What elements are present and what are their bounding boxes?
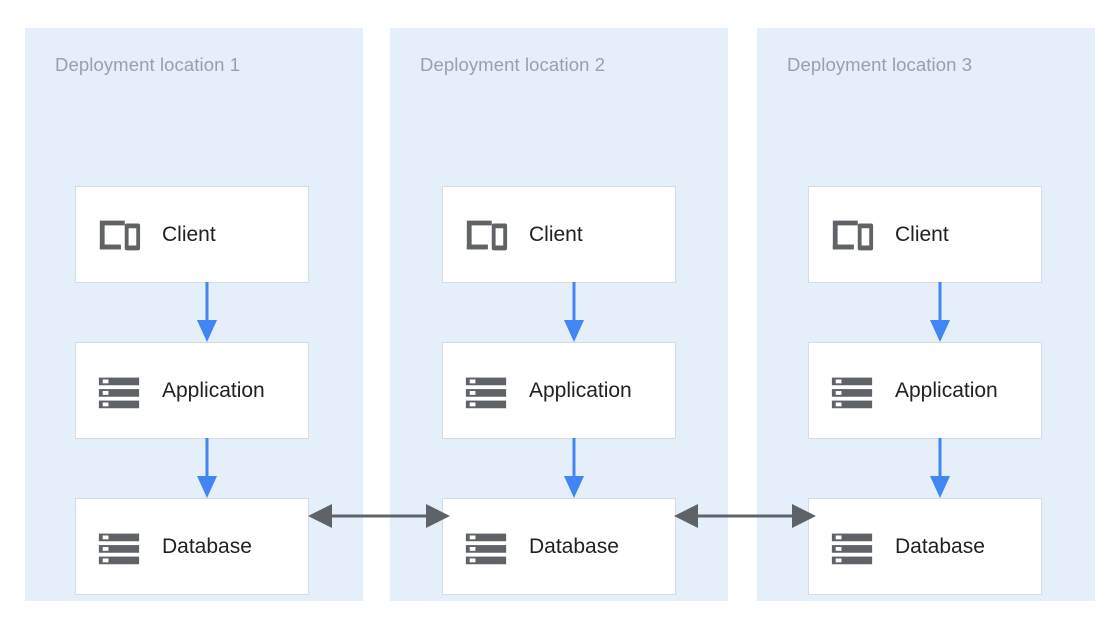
arrow-application-to-database-3 [930,438,950,498]
node-application-2[interactable]: Application [442,342,676,439]
devices-icon [832,220,874,250]
node-label-application-2: Application [529,379,632,402]
node-client-1[interactable]: Client [75,186,309,283]
zone-title-2: Deployment location 2 [420,54,606,75]
node-label-application-3: Application [895,379,998,402]
node-label-client-3: Client [895,223,949,246]
node-label-database-3: Database [895,535,985,558]
server-icon [98,377,140,408]
node-client-3[interactable]: Client [808,186,1042,283]
node-label-client-1: Client [162,223,216,246]
server-icon [98,533,140,564]
devices-icon [99,220,141,250]
db-replication-link-2-3 [674,504,816,528]
server-icon [465,377,507,408]
arrow-client-to-application-3 [930,282,950,342]
node-client-2[interactable]: Client [442,186,676,283]
node-label-application-1: Application [162,379,265,402]
node-database-1[interactable]: Database [75,498,309,595]
deployment-zone-3: Deployment location 3 Client Applicat [757,28,1095,601]
server-icon [465,533,507,564]
deployment-zone-2: Deployment location 2 Client Applicat [390,28,728,601]
node-database-3[interactable]: Database [808,498,1042,595]
node-label-database-2: Database [529,535,619,558]
arrow-application-to-database-1 [197,438,217,498]
arrow-client-to-application-1 [197,282,217,342]
arrow-client-to-application-2 [564,282,584,342]
devices-icon [466,220,508,250]
node-application-1[interactable]: Application [75,342,309,439]
db-replication-link-1-2 [308,504,450,528]
node-application-3[interactable]: Application [808,342,1042,439]
node-label-client-2: Client [529,223,583,246]
zone-title-1: Deployment location 1 [55,54,241,75]
deployment-zone-1: Deployment location 1 Client [25,28,363,601]
node-label-database-1: Database [162,535,252,558]
node-database-2[interactable]: Database [442,498,676,595]
server-icon [831,533,873,564]
zone-title-3: Deployment location 3 [787,54,973,75]
arrow-application-to-database-2 [564,438,584,498]
server-icon [831,377,873,408]
